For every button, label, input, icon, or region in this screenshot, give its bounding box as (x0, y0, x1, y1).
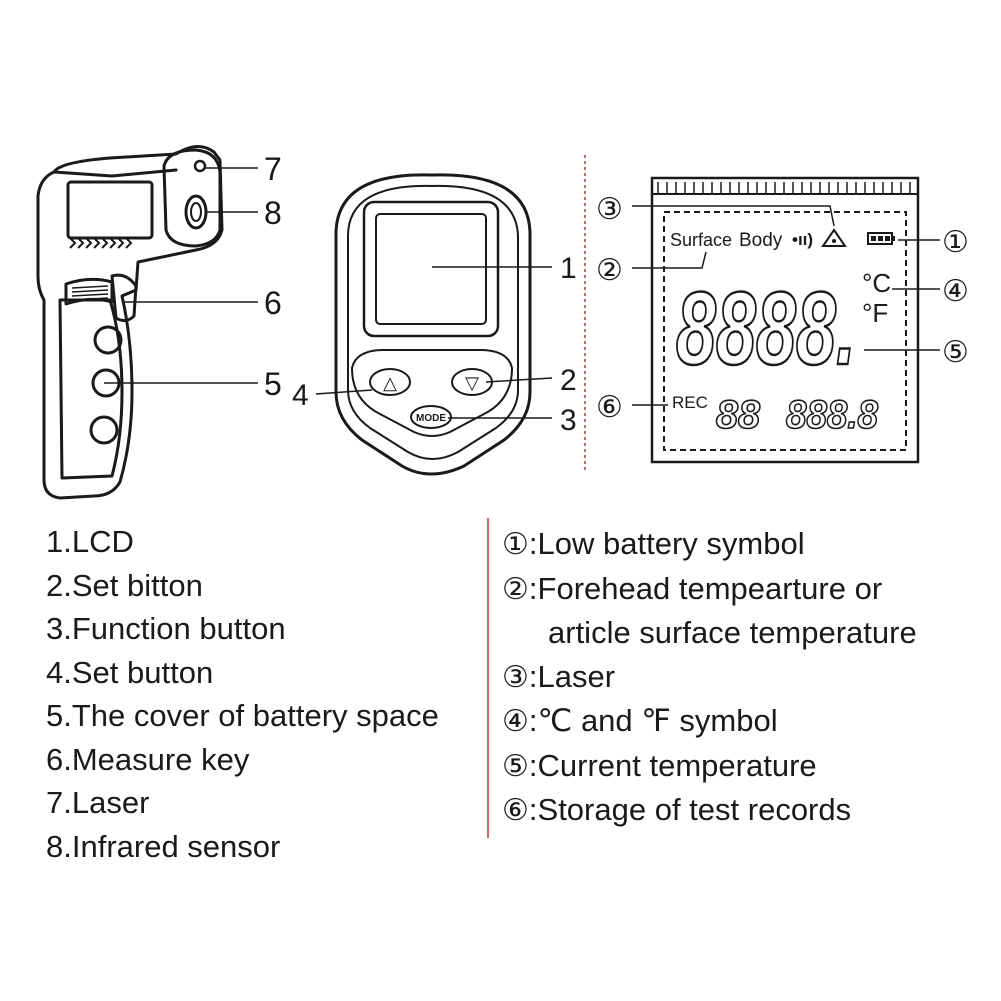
down-arrow-icon: ▽ (465, 373, 479, 393)
lcd-callout-lines (632, 205, 940, 406)
rec-label: REC (672, 393, 708, 412)
infrared-sensor-icon (184, 194, 208, 230)
thermometer-gun (36, 145, 224, 500)
legend-item: ④:℃ and ℉ symbol (502, 699, 917, 744)
callout-circled-2: ② (596, 254, 623, 287)
callout-8: 8 (264, 195, 282, 231)
legend-mark: ④ (502, 704, 529, 739)
legend-text: :Forehead tempearture or (528, 570, 883, 606)
gun-vent-chevrons (69, 237, 133, 249)
callout-2: 2 (560, 364, 577, 397)
gun-button-3 (89, 415, 119, 445)
lcd-dashed-area (663, 211, 907, 451)
legend-item: 3.Function button (46, 611, 286, 646)
celsius-unit-label: °C (862, 268, 891, 298)
leader-4 (315, 389, 373, 395)
legend-text: :Storage of test records (528, 792, 852, 827)
gun-callout-numbers: 7 8 6 5 (264, 151, 282, 402)
laser-warning-icon (821, 228, 847, 247)
front-callout-numbers: 1 2 4 3 (292, 252, 577, 437)
callout-circled-1: ① (942, 226, 969, 259)
lcd-frame (650, 176, 920, 464)
legend-item: 5.The cover of battery space (46, 698, 439, 733)
infrared-sensor-inner-icon (190, 202, 202, 222)
callout-circled-3: ③ (596, 193, 623, 226)
callout-7: 7 (264, 151, 282, 187)
legend-item: 4.Set button (46, 654, 214, 690)
callout-1: 1 (560, 252, 577, 285)
legend-mark: ③ (502, 659, 529, 695)
battery-icon (867, 232, 895, 245)
legend-mark: ① (502, 527, 529, 562)
callout-4: 4 (292, 379, 309, 412)
front-lcd-bezel (362, 200, 500, 338)
gun-grip-panel (58, 298, 124, 480)
leader-lcd-3 (632, 205, 835, 227)
gun-screen (66, 180, 154, 240)
lcd-legend: ①:Low battery symbol ②:Forehead tempeart… (502, 522, 917, 833)
gun-button-1 (93, 325, 123, 355)
gun-callout-lines (104, 167, 258, 384)
callout-circled-4: ④ (942, 275, 969, 308)
mode-button (410, 405, 452, 429)
front-lcd (375, 213, 487, 325)
front-button-panel (351, 349, 513, 437)
callout-circled-6: ⑥ (596, 391, 623, 424)
legend-item: 7.Laser (46, 785, 150, 820)
legend-item: ⑤:Current temperature (502, 744, 917, 789)
leader-2 (485, 377, 553, 383)
legend-item: ①:Low battery symbol (502, 522, 917, 567)
legend-text: :Low battery symbol (528, 526, 805, 561)
callout-5: 5 (264, 366, 282, 402)
legend-text: article surface temperature (548, 615, 917, 650)
gun-top-ridge (52, 168, 178, 178)
legend-mark: ② (502, 571, 529, 607)
callout-3: 3 (560, 404, 577, 437)
legend-text: :Laser (528, 658, 616, 694)
gun-trigger (110, 273, 138, 323)
up-arrow-icon: △ (383, 373, 397, 393)
front-callout-lines (315, 266, 553, 419)
lcd-body-label: Body (739, 230, 783, 251)
callout-6: 6 (264, 285, 282, 321)
lcd-ruler-ticks (657, 182, 911, 194)
legend-item: 6.Measure key (46, 741, 250, 777)
thermometer-front (334, 173, 532, 476)
legend-item: 2.Set bitton (46, 567, 203, 603)
set-button-left (369, 368, 411, 396)
legend-text: :Current temperature (528, 747, 817, 783)
fahrenheit-unit-label: °F (862, 298, 888, 328)
gun-grip-ridges (71, 285, 109, 301)
gun-body-outline (36, 145, 224, 500)
legend-item: article surface temperature (502, 611, 917, 655)
parts-legend: 1.LCD 2.Set bitton 3.Function button 4.S… (46, 520, 439, 868)
legend-mark: ⑥ (502, 793, 529, 828)
front-outer-shell (334, 173, 532, 476)
beep-icon: •ıı) (792, 230, 813, 249)
lcd-panel: Surface Body •ıı) 8888. °C °F REC 88 888… (650, 176, 920, 464)
lcd-callout-numbers: ③ ② ⑥ ① ④ ⑤ (596, 193, 969, 424)
legend-item: ③:Laser (502, 655, 917, 700)
front-inner-shell (347, 184, 519, 460)
legend-mark: ⑤ (502, 748, 529, 784)
record-value-reading: 888.8 (786, 393, 879, 437)
gun-trigger-guard (64, 277, 114, 306)
callout-circled-5: ⑤ (942, 336, 969, 369)
record-index-reading: 88 (716, 393, 761, 437)
laser-emitter-icon (193, 159, 207, 173)
legend-text: :℃ and ℉ symbol (528, 703, 778, 738)
legend-item: ②:Forehead tempearture or (502, 567, 917, 612)
leader-lcd-2 (632, 251, 707, 269)
legend-item: ⑥:Storage of test records (502, 788, 917, 833)
legend-item: 8.Infrared sensor (46, 828, 281, 864)
lcd-surface-label: Surface (670, 230, 732, 250)
mode-button-label: MODE (416, 413, 446, 424)
gun-front-cap (162, 148, 222, 248)
main-temperature-reading: 8888. (676, 271, 856, 387)
legend-item: 1.LCD (46, 524, 134, 559)
